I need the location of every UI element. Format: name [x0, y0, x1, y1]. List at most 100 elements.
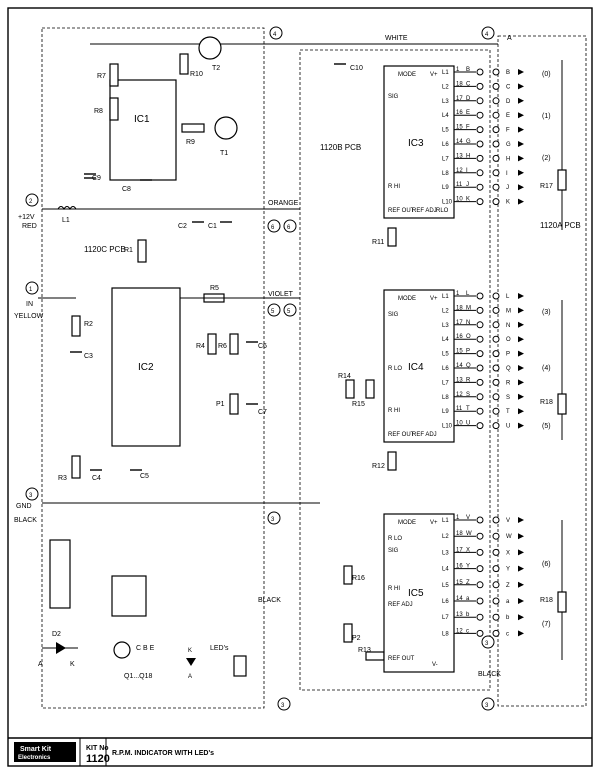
- ic3-pad-6: [476, 140, 484, 148]
- legend-transistor-name: Q1...Q18: [124, 673, 153, 680]
- ic4-led-5: [518, 350, 524, 357]
- ic5-aletter-4: Y: [506, 567, 510, 573]
- ic5-letter-3: X: [466, 547, 470, 553]
- ic5-out-2: L2: [442, 534, 449, 540]
- ic5-pin-5: 15: [456, 580, 463, 586]
- legend-anode: A: [38, 661, 43, 668]
- ic5-out-4: L4: [442, 567, 449, 573]
- ic3-padA-1: [492, 68, 500, 76]
- ic5-vplus: V+: [430, 520, 438, 526]
- terminal-3-bottom: [277, 697, 291, 711]
- ic3-out-5: L5: [442, 128, 449, 134]
- ic5-pin-3: 17: [456, 547, 463, 553]
- terminal-3-gnd: [25, 487, 39, 501]
- terminal-4-left: [269, 26, 283, 40]
- terminal-5-left-num: 5: [271, 309, 275, 315]
- ic3-aletter-10: K: [506, 200, 510, 206]
- terminal-3-right: [481, 635, 495, 649]
- r14: [345, 379, 355, 399]
- ic5-out-8: L8: [442, 631, 449, 637]
- ic5-aletter-5: Z: [506, 583, 510, 589]
- ic5-led-6: [518, 598, 524, 604]
- r17-label: R17: [540, 183, 553, 190]
- gnd-label: GND: [16, 503, 32, 510]
- ic4-out-7: L7: [442, 380, 449, 386]
- ic4-letter-2: M: [466, 305, 471, 311]
- ic5-padA-3: [492, 548, 500, 556]
- ic4-letter-9: T: [466, 406, 470, 412]
- ic4-letter-7: R: [466, 377, 471, 383]
- ic5-letter-4: Y: [466, 564, 470, 570]
- ic4-pad-9: [476, 407, 484, 415]
- yellow-label: YELLOW: [14, 313, 44, 320]
- ic3-mode: MODE: [398, 72, 416, 78]
- ic4-led-9: [518, 408, 524, 415]
- ic5-aletter-2: W: [506, 534, 512, 540]
- r12: [387, 451, 397, 471]
- ic3-out-4: L4: [442, 113, 449, 119]
- ic5-led-1: [518, 517, 524, 523]
- ic2-label: IC2: [138, 362, 154, 373]
- r9-label: R9: [186, 139, 195, 146]
- ic4-rlo: R LO: [388, 366, 402, 372]
- legend-leds: LED's: [210, 645, 229, 652]
- ic5-pad-1: [476, 516, 484, 524]
- ic3-pin-3: 17: [456, 96, 463, 102]
- terminal-4-right-num: 4: [485, 32, 489, 38]
- ic5-padA-2: [492, 532, 500, 540]
- legend-led-a: A: [188, 674, 192, 680]
- ic3-pad-1: [476, 68, 484, 76]
- r11-label: R11: [372, 239, 384, 246]
- legend-transistor-pins: C B E: [136, 645, 155, 652]
- terminal-6-left-num: 6: [271, 225, 275, 231]
- ic4-refout: REF OUT: [388, 432, 415, 438]
- r14-label: R14: [338, 373, 351, 380]
- p2: [343, 623, 353, 643]
- ic5-rhi: R HI: [388, 586, 400, 592]
- r8-label: R8: [94, 108, 103, 115]
- ic5-pad-7: [476, 613, 484, 621]
- ic5-pin-1: 1: [456, 515, 460, 521]
- terminal-3-gnd-num: 3: [29, 493, 33, 499]
- ic4-aletter-6: Q: [506, 366, 511, 372]
- ic3-padA-10: [492, 198, 500, 206]
- ic4-aletter-2: M: [506, 308, 511, 314]
- legend-dip8: [111, 575, 147, 617]
- r10-label: R10: [190, 71, 203, 78]
- ic3-led-1: [518, 69, 524, 75]
- ic3-led-6: [518, 141, 524, 147]
- ic4-aletter-8: S: [506, 395, 510, 401]
- group-3: (3): [542, 309, 551, 316]
- ic3-aletter-5: F: [506, 128, 510, 134]
- ic4-out-6: L6: [442, 366, 449, 372]
- r5-label: R5: [210, 285, 219, 292]
- l1-label: L1: [62, 217, 70, 224]
- ic3-letter-9: J: [466, 182, 469, 188]
- ic3-pin-1: 1: [456, 67, 460, 73]
- ic5-refadj: REF ADJ: [388, 602, 413, 608]
- ic4-letter-5: P: [466, 349, 470, 355]
- ic5-letter-7: b: [466, 612, 470, 618]
- ic5-pad-8: [476, 629, 484, 637]
- ic5-led-2: [518, 533, 524, 540]
- r6-label: R6: [218, 343, 227, 350]
- ic5-out-6: L6: [442, 599, 449, 605]
- ic5-sig: SIG: [388, 548, 399, 554]
- ic3-pin-4: 16: [456, 110, 463, 116]
- right-black-label: BLACK: [478, 671, 501, 678]
- ic4-aletter-9: T: [506, 409, 510, 415]
- ic4-led-7: [518, 379, 524, 386]
- ic4-padA-7: [492, 378, 500, 386]
- r11: [387, 227, 397, 247]
- ic3-led-7: [518, 155, 524, 162]
- ic5-out-1: L1: [442, 518, 449, 524]
- ic5-led-5: [518, 581, 524, 588]
- legend-diode-symbol: [56, 642, 66, 654]
- ic5-pad-2: [476, 532, 484, 540]
- ic3-out-1: L1: [442, 70, 449, 76]
- ic3-letter-4: E: [466, 110, 470, 116]
- ic3-pad-2: [476, 82, 484, 90]
